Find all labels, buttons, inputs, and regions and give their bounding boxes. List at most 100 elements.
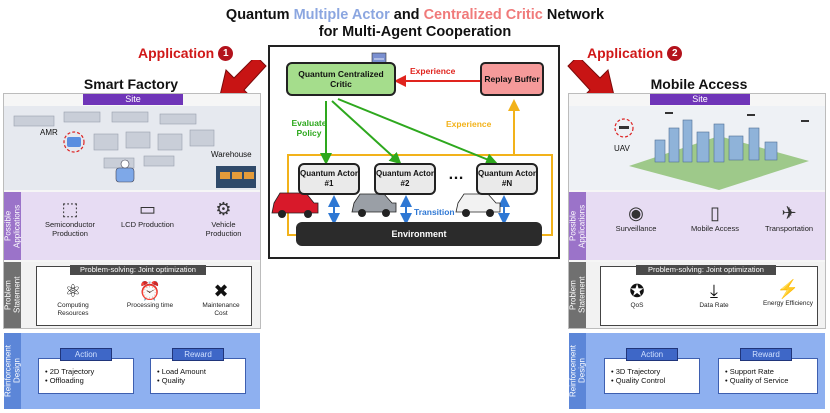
app-lcd: ▭ LCD Production [120, 198, 175, 229]
uav-label: UAV [614, 144, 630, 153]
site-bar: Site [83, 94, 183, 105]
mobile-access-title: Mobile Access [650, 76, 748, 92]
reward-item: • Support Rate [725, 367, 774, 376]
reinforcement-design-label: Reinforcement Design [569, 333, 587, 409]
experience-label-right: Experience [446, 119, 492, 129]
action-box: • 3D Trajectory • Quality Control [604, 358, 700, 394]
environment-box: Environment [296, 222, 542, 246]
possible-applications-section [4, 192, 260, 260]
problem-maintenance: ✖ Maintenance Cost [196, 280, 246, 318]
factory-scene-illustration [4, 106, 260, 190]
possible-applications-section [569, 192, 825, 260]
number-badge: 1 [218, 45, 234, 61]
problem-statement-label: Problem Statement [569, 262, 587, 328]
experience-label-top: Experience [410, 66, 456, 76]
application-text: Application [587, 45, 664, 61]
application-2-label: Application 2 [587, 45, 683, 61]
quantum-actor-2-box: Quantum Actor #2 [374, 163, 436, 195]
robot-arm-icon: ⚙ [215, 199, 232, 219]
chip-icon: ⬚ [61, 199, 79, 219]
app-label: Mobile Access [691, 224, 739, 233]
reinforcement-design-label: Reinforcement Design [4, 333, 22, 409]
quantum-centralized-critic-box: Quantum Centralized Critic [286, 62, 396, 96]
problem-header: Problem-solving: Joint optimization [70, 265, 206, 275]
problem-data-rate: ⤓ Data Rate [684, 280, 744, 310]
problem-label: Processing time [126, 302, 174, 309]
action-item: • Quality Control [611, 376, 666, 385]
reward-box: • Load Amount • Quality [150, 358, 246, 394]
app-label: Surveillance [615, 224, 657, 233]
app-semiconductor: ⬚ Semiconductor Production [40, 198, 100, 238]
reward-box: • Support Rate • Quality of Service [718, 358, 818, 394]
page-subtitle: for Multi-Agent Cooperation [318, 24, 512, 40]
computing-icon: ⚛ [64, 281, 82, 301]
reward-title: Reward [740, 348, 792, 361]
car-gray-icon [351, 193, 397, 217]
action-title: Action [60, 348, 112, 361]
energy-icon: ⚡ [776, 279, 800, 299]
app-label: Vehicle Production [205, 220, 242, 238]
app-label: LCD Production [121, 220, 174, 229]
problem-label: QoS [630, 302, 644, 309]
action-item: • Offloading [45, 376, 84, 385]
reward-item: • Load Amount [157, 367, 206, 376]
camera-icon: ◉ [628, 203, 644, 223]
problem-computing: ⚛ Computing Resources [44, 280, 102, 318]
evaluate-policy-label: Evaluate Policy [291, 118, 327, 138]
city-scene: UAV [569, 106, 825, 190]
city-scene-illustration [569, 106, 825, 190]
quantum-actor-1-box: Quantum Actor #1 [298, 163, 360, 195]
problem-label: Maintenance Cost [202, 302, 240, 317]
problem-qos: ✪ QoS [612, 280, 662, 310]
problem-statement-label: Problem Statement [4, 262, 22, 328]
phone-icon: ▯ [710, 203, 720, 223]
title-text: Network [542, 7, 605, 23]
alarm-clock-icon: ⏰ [138, 281, 162, 301]
problem-label: Data Rate [699, 302, 729, 309]
warehouse-label: Warehouse [211, 150, 252, 159]
title-highlight-critic: Centralized Critic [423, 7, 543, 23]
possible-applications-label: Possible Applications [569, 192, 587, 260]
title-highlight-actor: Multiple Actor [293, 7, 390, 23]
factory-scene: AMR Warehouse [4, 106, 260, 190]
tools-icon: ✖ [213, 281, 229, 301]
app-vehicle: ⚙ Vehicle Production [196, 198, 251, 238]
reward-item: • Quality [157, 376, 186, 385]
app-transportation: ✈ Transportation [758, 202, 820, 233]
application-text: Application [138, 45, 215, 61]
problem-label: Computing Resources [57, 302, 89, 317]
quantum-actor-n-box: Quantum Actor #N [476, 163, 538, 195]
lcd-icon: ▭ [138, 199, 156, 219]
application-1-label: Application 1 [138, 45, 234, 61]
car-white-icon [455, 193, 501, 217]
action-item: • 3D Trajectory [611, 367, 661, 376]
problem-energy: ⚡ Energy Efficiency [762, 278, 814, 308]
reward-title: Reward [172, 348, 224, 361]
app-mobile-access: ▯ Mobile Access [684, 202, 746, 233]
action-item: • 2D Trajectory [45, 367, 95, 376]
helicopter-icon: ✈ [781, 203, 797, 223]
problem-label: Energy Efficiency [762, 300, 814, 307]
site-bar: Site [650, 94, 750, 105]
smart-factory-title: Smart Factory [83, 76, 179, 92]
action-title: Action [626, 348, 678, 361]
app-label: Semiconductor Production [44, 220, 96, 238]
car-red-icon [271, 192, 319, 218]
action-box: • 2D Trajectory • Offloading [38, 358, 134, 394]
app-surveillance: ◉ Surveillance [606, 202, 666, 233]
problem-header: Problem-solving: Joint optimization [636, 265, 776, 275]
amr-label: AMR [40, 128, 58, 137]
quality-badge-icon: ✪ [629, 281, 645, 301]
number-badge: 2 [667, 45, 683, 61]
ellipsis: … [448, 166, 464, 183]
possible-applications-label: Possible Applications [4, 192, 22, 260]
reward-item: • Quality of Service [725, 376, 789, 385]
title-text: and [389, 7, 424, 23]
replay-buffer-box: Replay Buffer [480, 62, 544, 96]
title-text: Quantum [225, 7, 294, 23]
app-label: Transportation [764, 224, 814, 233]
download-icon: ⤓ [710, 281, 718, 301]
center-arrows [271, 52, 553, 236]
problem-time: ⏰ Processing time [118, 280, 182, 310]
transition-label: Transition [414, 207, 455, 217]
